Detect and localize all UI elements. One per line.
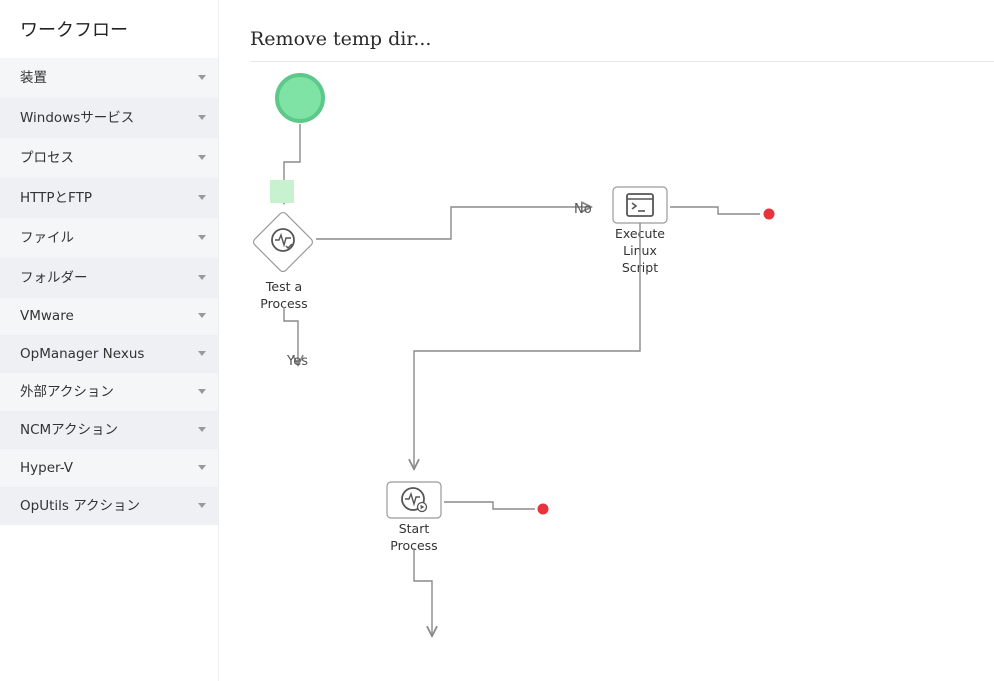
sidebar-item-label: 装置 — [20, 70, 47, 86]
sidebar-item-folder[interactable]: フォルダー — [0, 258, 218, 298]
edge-label-no: No — [574, 202, 592, 217]
node-label-line: Start — [399, 521, 430, 536]
node-execute-linux-script[interactable] — [612, 186, 668, 224]
connector-start-to-end — [444, 501, 535, 510]
sidebar-item-label: ファイル — [20, 230, 74, 246]
sidebar-item-oputils-actions[interactable]: OpUtils アクション — [0, 487, 218, 525]
workflow-title: Remove temp dir... — [250, 28, 432, 50]
title-divider — [250, 61, 994, 62]
start-node[interactable] — [275, 73, 325, 123]
node-test-a-process[interactable] — [252, 211, 314, 273]
connector-exec-to-start — [414, 223, 641, 468]
connector-start-next — [413, 548, 432, 635]
edge-label-yes: Yes — [286, 354, 308, 369]
drop-target-highlight — [270, 180, 294, 203]
sidebar-item-vmware[interactable]: VMware — [0, 298, 218, 335]
chevron-down-icon — [198, 503, 206, 508]
sidebar-item-windows-services[interactable]: Windowsサービス — [0, 98, 218, 138]
chevron-down-icon — [198, 155, 206, 160]
sidebar-item-label: OpManager Nexus — [20, 346, 145, 362]
chevron-down-icon — [198, 389, 206, 394]
sidebar-item-label: プロセス — [20, 150, 74, 166]
sidebar-item-ncm-actions[interactable]: NCMアクション — [0, 411, 218, 449]
terminal-icon — [626, 193, 654, 217]
node-label-line: Test a — [265, 279, 302, 294]
connector-no — [316, 207, 590, 240]
workflow-canvas[interactable]: Remove temp dir... Test a Process No — [220, 0, 994, 681]
chevron-down-icon — [198, 351, 206, 356]
node-start-process[interactable] — [386, 481, 442, 519]
node-label-line: Process — [390, 538, 437, 553]
chevron-down-icon — [198, 275, 206, 280]
connector-exec-to-end — [670, 206, 760, 215]
sidebar-item-opmanager-nexus[interactable]: OpManager Nexus — [0, 335, 218, 373]
sidebar-item-label: フォルダー — [20, 270, 88, 286]
sidebar-item-process[interactable]: プロセス — [0, 138, 218, 178]
sidebar-title: ワークフロー — [20, 20, 128, 41]
workflow-diagram: Test a Process No Yes Execute Linux Scri… — [252, 73, 775, 681]
sidebar-item-http-ftp[interactable]: HTTPとFTP — [0, 178, 218, 218]
sidebar-item-file[interactable]: ファイル — [0, 218, 218, 258]
sidebar: ワークフロー 装置 Windowsサービス プロセス HTTPとFTP ファイル… — [0, 0, 219, 681]
sidebar-item-label: 外部アクション — [20, 384, 114, 400]
sidebar-item-label: Windowsサービス — [20, 110, 135, 126]
chevron-down-icon — [198, 427, 206, 432]
node-label-line: Process — [260, 296, 307, 311]
sidebar-item-label: Hyper-V — [20, 460, 74, 476]
process-start-icon — [401, 487, 428, 513]
chevron-down-icon — [198, 195, 206, 200]
sidebar-list: 装置 Windowsサービス プロセス HTTPとFTP ファイル フォルダー … — [0, 58, 218, 525]
sidebar-item-label: VMware — [20, 308, 74, 324]
chevron-down-icon — [198, 313, 206, 318]
chevron-down-icon — [198, 75, 206, 80]
end-node[interactable] — [763, 208, 775, 220]
sidebar-item-external-actions[interactable]: 外部アクション — [0, 373, 218, 411]
sidebar-item-label: OpUtils アクション — [20, 498, 141, 514]
sidebar-item-label: HTTPとFTP — [20, 190, 92, 206]
end-node[interactable] — [537, 503, 549, 515]
sidebar-item-device[interactable]: 装置 — [0, 58, 218, 98]
sidebar-item-hyper-v[interactable]: Hyper-V — [0, 449, 218, 487]
connector-yes — [283, 307, 298, 364]
process-monitor-icon — [271, 228, 295, 252]
chevron-down-icon — [198, 115, 206, 120]
chevron-down-icon — [198, 465, 206, 470]
chevron-down-icon — [198, 235, 206, 240]
sidebar-item-label: NCMアクション — [20, 422, 118, 438]
